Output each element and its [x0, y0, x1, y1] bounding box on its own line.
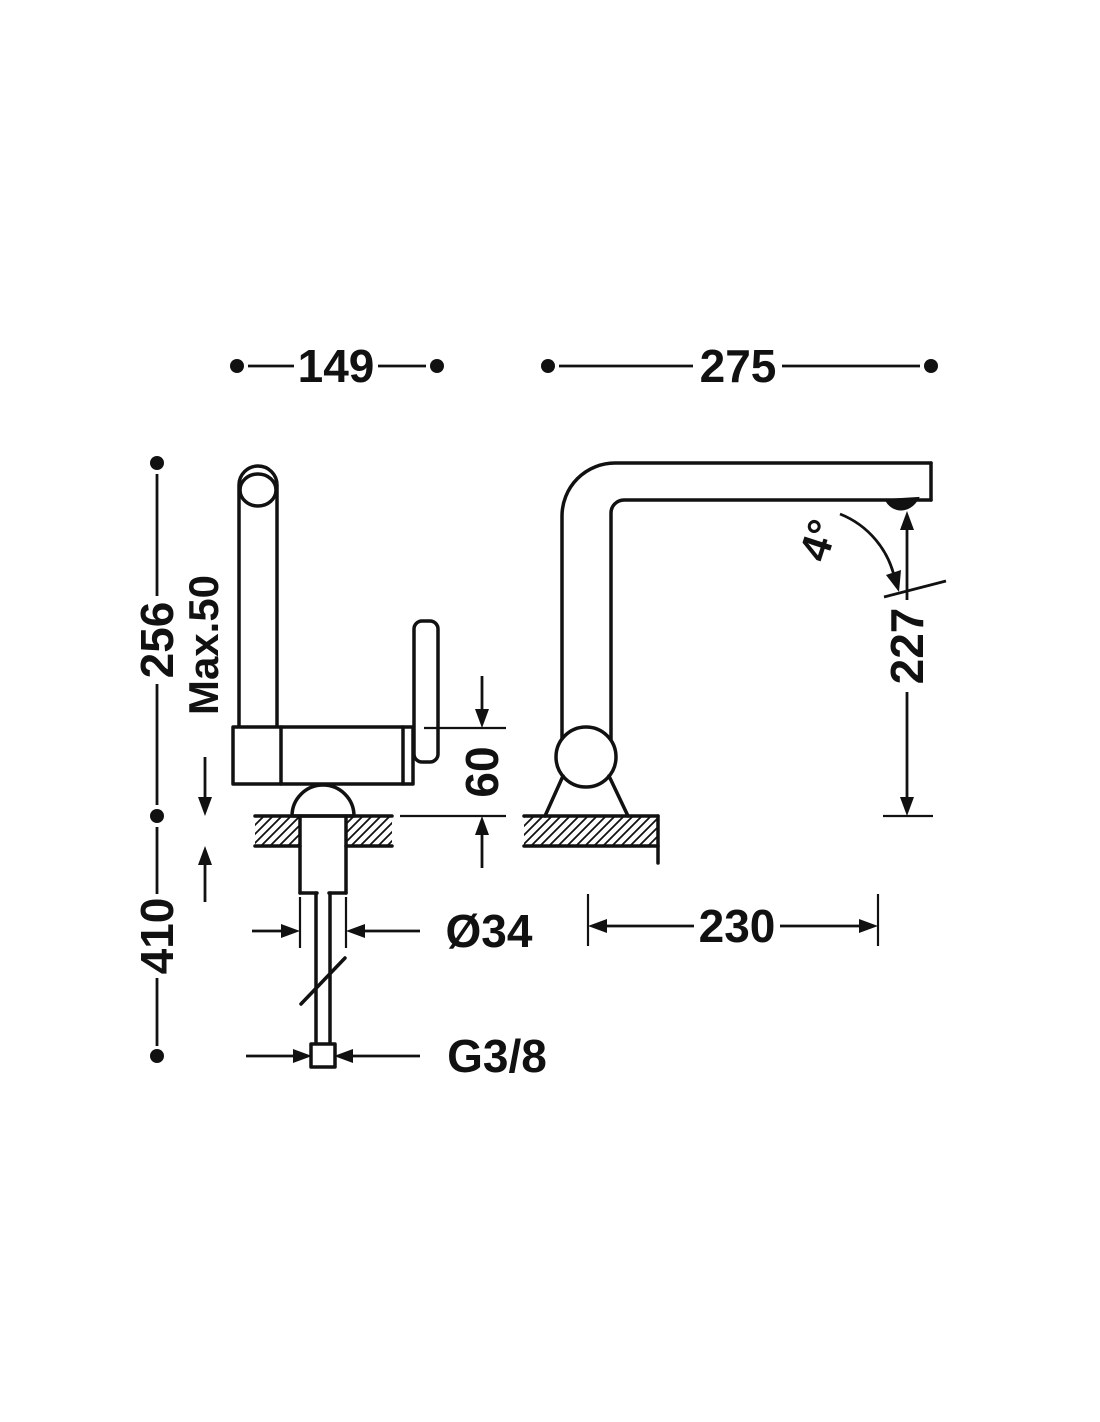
dim-spout-reach: 230 — [586, 894, 880, 952]
dim-outlet-clearance: 227 — [881, 511, 933, 818]
front-spout-pipe — [237, 464, 279, 733]
front-view — [231, 464, 440, 1069]
outlet-angle-reference-line — [883, 579, 947, 599]
dim-under-deck-length: 410 — [131, 827, 183, 1063]
side-spout-outer — [560, 461, 933, 744]
front-supply-pipe — [299, 891, 347, 1046]
dim-shank-diameter-label: Ø34 — [446, 905, 533, 957]
front-handle — [412, 619, 440, 764]
dim-side-depth: 275 — [541, 340, 938, 392]
front-base-dome — [290, 783, 356, 818]
dim-front-width: 149 — [230, 340, 444, 392]
side-joint-circle — [554, 725, 618, 789]
dim-height-above-deck: 256 — [131, 456, 183, 823]
side-countertop-hatch — [524, 816, 658, 846]
pipe-break-mark — [299, 956, 347, 1006]
front-countertop-hatch-left — [255, 816, 300, 846]
dim-outlet-clearance-label: 227 — [881, 608, 933, 685]
dim-body-height-label: 60 — [456, 746, 508, 797]
dim-body-height: 60 — [400, 676, 508, 868]
dim-connection-thread: G3/8 — [246, 1030, 547, 1082]
front-body — [231, 725, 415, 786]
side-countertop — [522, 814, 660, 865]
dim-max-deck-thickness: Max.50 — [180, 575, 227, 902]
side-spout-inner — [609, 498, 933, 744]
front-thread-fitting — [309, 1042, 337, 1069]
dim-side-depth-label: 275 — [700, 340, 777, 392]
dim-max-deck-thickness-label: Max.50 — [180, 575, 227, 715]
side-view — [522, 461, 933, 865]
dim-front-width-label: 149 — [298, 340, 375, 392]
dim-under-deck-length-label: 410 — [131, 898, 183, 975]
front-shank — [298, 814, 348, 895]
front-countertop — [253, 814, 394, 848]
side-base-right — [607, 774, 630, 818]
dim-shank-diameter: Ø34 — [252, 897, 533, 957]
dim-height-above-deck-label: 256 — [131, 602, 183, 679]
front-countertop-hatch-right — [346, 816, 392, 846]
dim-connection-thread-label: G3/8 — [447, 1030, 547, 1082]
dim-outlet-angle: 4° — [790, 512, 947, 599]
side-base-left — [543, 774, 565, 818]
dim-spout-reach-label: 230 — [699, 900, 776, 952]
front-spout-cap — [238, 472, 278, 508]
dim-outlet-angle-label: 4° — [790, 514, 847, 567]
side-outlet-aerator — [884, 496, 920, 511]
